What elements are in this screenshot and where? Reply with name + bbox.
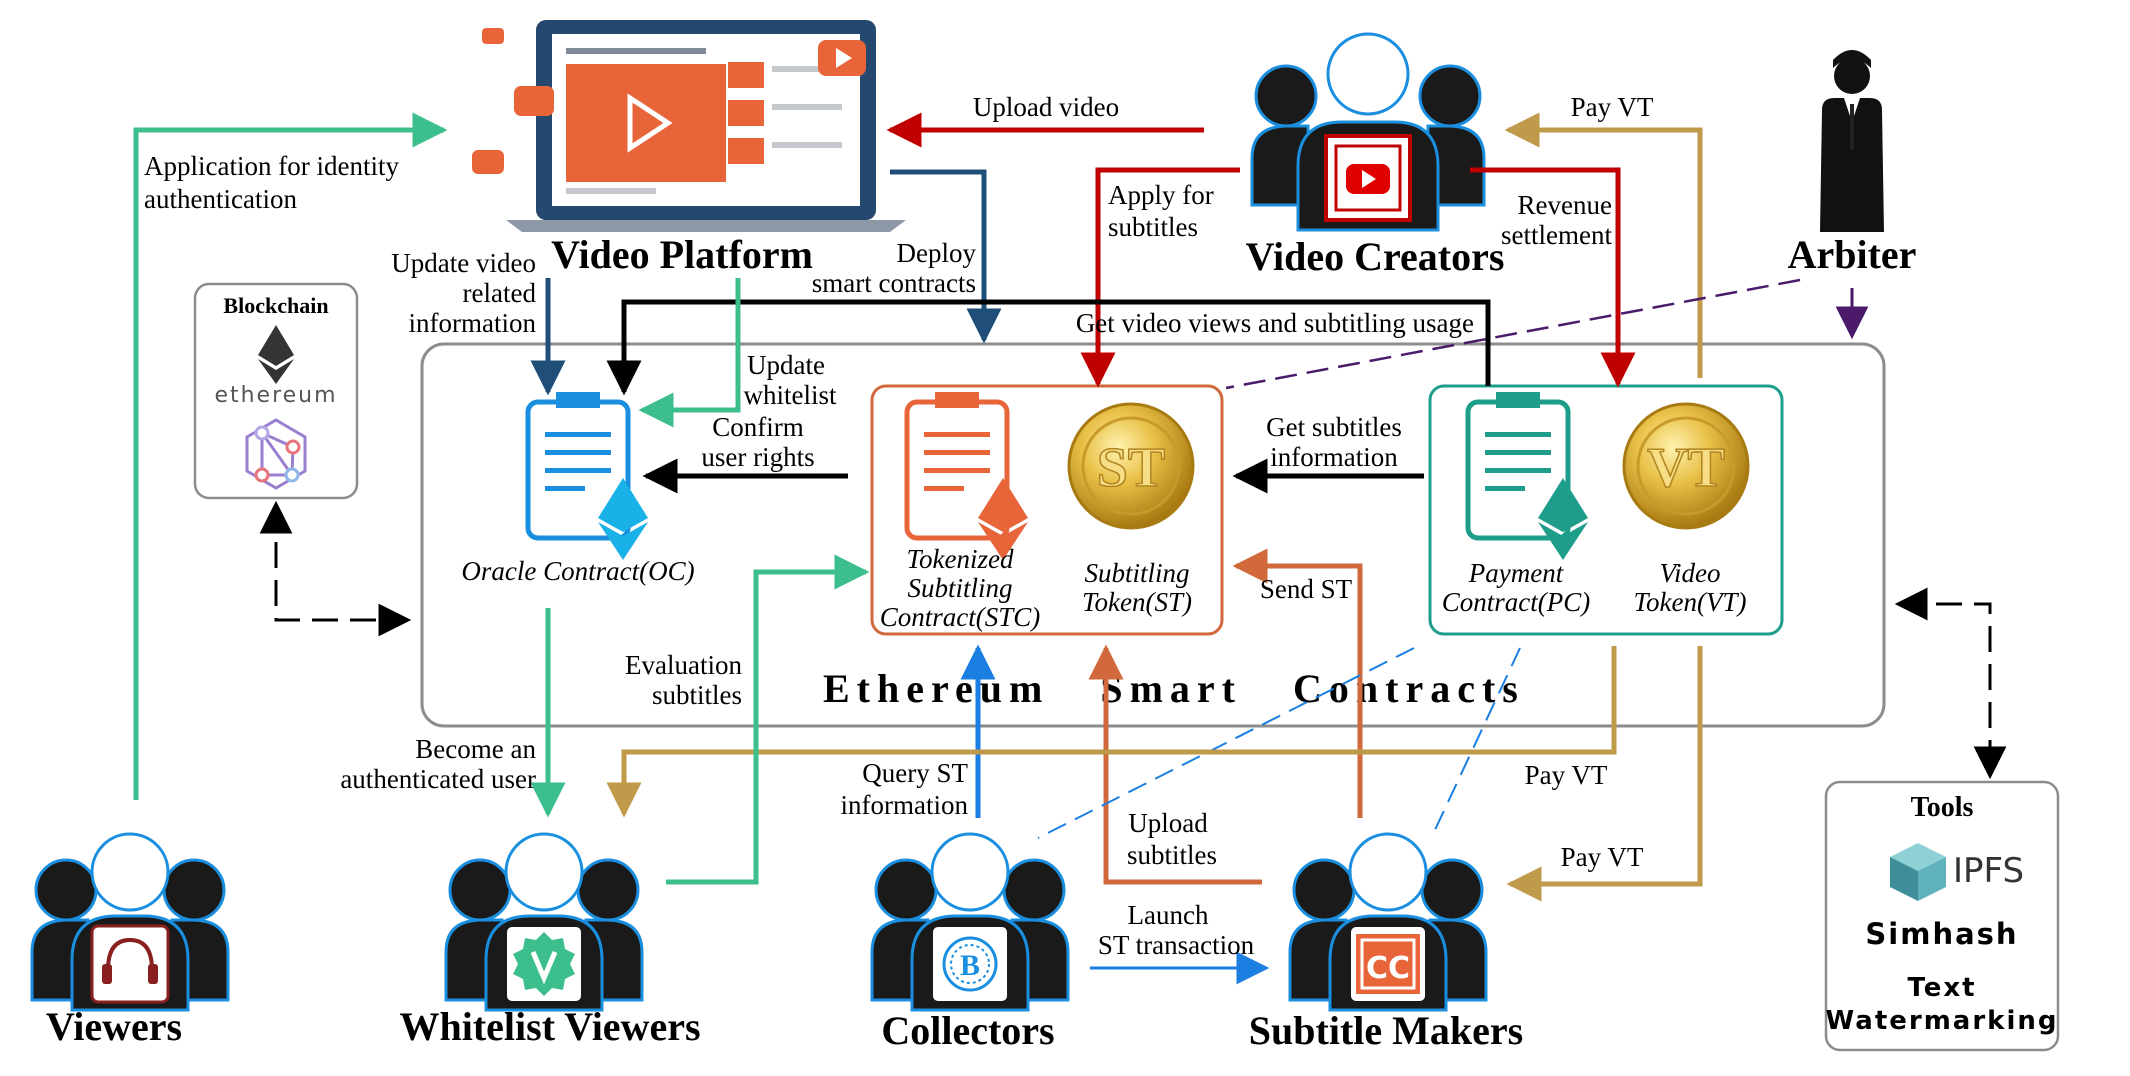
video-creators-title: Video Creators	[1246, 234, 1505, 279]
arrow-update-whitelist	[638, 278, 741, 428]
label-confirm-rights-line-2: user rights	[701, 442, 814, 472]
arrow-pay-vt-top	[1504, 112, 1703, 378]
tools-title: Tools	[1911, 792, 1974, 823]
ipfs-cube-icon	[1890, 843, 1946, 901]
arrow-tools-link	[1894, 587, 2007, 780]
label-get-video-views: Get video views and subtitling usage	[1076, 308, 1474, 338]
label-deploy-line-2: smart contracts	[812, 268, 976, 298]
label-become-auth-line-1: Become an	[415, 734, 536, 764]
arrow-get-video-views	[606, 299, 1491, 396]
label-become-auth-line-2: authenticated user	[340, 764, 536, 794]
arbiter-dashed-line	[1225, 278, 1801, 390]
label-pay-vt-mid: Pay VT	[1525, 760, 1608, 790]
oracle-contract-label: Oracle Contract(OC)	[461, 556, 694, 586]
label-pay-vt-top: Pay VT	[1571, 92, 1654, 122]
arrow-blockchain-link	[259, 500, 412, 637]
ethereum-logo-icon	[258, 325, 294, 384]
viewers-title: Viewers	[46, 1004, 182, 1049]
video-creators-icon	[1250, 32, 1486, 232]
label-upload-subtitles-line-2: subtitles	[1127, 840, 1217, 870]
arrow-upload-subtitles	[1088, 644, 1262, 885]
label-apply-subtitles-line-1: Apply for	[1108, 180, 1214, 210]
whitelist-viewers-title: Whitelist Viewers	[399, 1004, 700, 1049]
arrow-evaluation-subtitles	[666, 554, 870, 885]
stc-box	[870, 384, 1224, 636]
tools-item-simhash: Simhash	[1865, 917, 2018, 951]
arrow-revenue-settlement	[1470, 167, 1636, 388]
dashed-link-collectors	[1037, 647, 1415, 839]
label-launch-st-line-2: ST transaction	[1098, 930, 1255, 960]
tools-item-watermarking: Watermarking	[1826, 1006, 2059, 1036]
label-evaluation-line-2: subtitles	[652, 680, 742, 710]
pc-label-line-1: Payment	[1468, 558, 1565, 588]
smart-contracts-title: Ethereum Smart Contracts	[823, 666, 1525, 711]
label-launch-st-line-1: Launch	[1128, 900, 1209, 930]
label-update-video-line-1: Update video	[391, 248, 536, 278]
label-query-st-line-2: information	[841, 790, 969, 820]
blockchain-box: Blockchain ethereum	[193, 282, 359, 500]
label-query-st-line-1: Query ST	[862, 758, 968, 788]
vt-coin-text: VT	[1647, 437, 1725, 499]
label-revenue-line-2: settlement	[1501, 220, 1612, 250]
stc-label-line-3: Contract(STC)	[880, 602, 1041, 632]
whitelist-viewers-icon	[444, 832, 644, 1012]
vt-label-line-1: Video	[1660, 558, 1721, 588]
label-confirm-rights-line-1: Confirm	[712, 412, 804, 442]
arbiter-icon	[1820, 50, 1884, 232]
label-send-st: Send ST	[1260, 574, 1353, 604]
label-apply-subtitles-line-2: subtitles	[1108, 212, 1198, 242]
label-update-whitelist-line-2: whitelist	[744, 380, 837, 410]
arrow-apply-subtitles	[1080, 167, 1240, 388]
viewers-icon	[30, 832, 230, 1012]
arbiter-title: Arbiter	[1788, 232, 1917, 277]
ethereum-logo-text: ethereum	[214, 383, 337, 408]
st-label-line-2: Token(ST)	[1082, 587, 1192, 617]
stc-contract-icon	[904, 392, 1028, 560]
label-identity-line-1: Application for identity	[144, 151, 399, 181]
blockchain-network-icon	[245, 418, 307, 490]
oracle-contract-icon	[525, 392, 648, 560]
pc-label-line-2: Contract(PC)	[1442, 587, 1591, 617]
video-platform-title: Video Platform	[551, 232, 813, 277]
st-coin-text: ST	[1097, 437, 1166, 499]
svg-text:CC: CC	[1366, 951, 1410, 986]
st-coin-icon	[1067, 402, 1195, 530]
label-update-video-line-2: related	[463, 278, 537, 308]
label-deploy-line-1: Deploy	[897, 238, 977, 268]
stc-label-line-2: Subtitling	[907, 573, 1012, 603]
label-update-video-line-3: information	[409, 308, 537, 338]
vt-coin-icon	[1622, 402, 1750, 530]
st-label-line-1: Subtitling	[1084, 558, 1189, 588]
collectors-icon: B	[870, 832, 1070, 1012]
collectors-title: Collectors	[881, 1008, 1054, 1053]
blockchain-title: Blockchain	[223, 293, 328, 318]
smart-contracts-container	[420, 342, 1886, 728]
arrow-pay-vt-low	[1506, 646, 1703, 902]
label-pay-vt-low: Pay VT	[1561, 842, 1644, 872]
label-revenue-line-1: Revenue	[1518, 190, 1612, 220]
tools-item-ipfs: IPFS	[1953, 851, 2024, 891]
tools-box: Tools IPFS Simhash Text Watermarking	[1824, 780, 2060, 1052]
arrow-identity-application	[133, 112, 448, 800]
pc-contract-icon	[1465, 392, 1588, 560]
label-upload-subtitles-line-1: Upload	[1128, 808, 1208, 838]
arrow-send-st	[1232, 548, 1363, 818]
label-get-subtitles-line-2: information	[1270, 442, 1398, 472]
stc-label-line-1: Tokenized	[907, 544, 1014, 574]
label-upload-video: Upload video	[973, 92, 1119, 122]
tools-item-text: Text	[1907, 973, 1976, 1003]
subtitle-makers-title: Subtitle Makers	[1249, 1008, 1523, 1053]
label-get-subtitles-line-1: Get subtitles	[1266, 412, 1402, 442]
subtitle-makers-icon: CC	[1288, 832, 1488, 1012]
label-evaluation-line-1: Evaluation	[625, 650, 742, 680]
video-platform-laptop-icon	[472, 20, 906, 232]
arrow-deploy-contracts	[890, 169, 1002, 344]
svg-text:B: B	[960, 949, 980, 982]
label-update-whitelist-line-1: Update	[747, 350, 825, 380]
arrow-pay-vt-mid	[606, 646, 1617, 818]
dashed-link-makers	[1433, 647, 1521, 833]
label-identity-line-2: authentication	[144, 184, 297, 214]
vt-label-line-2: Token(VT)	[1634, 587, 1747, 617]
